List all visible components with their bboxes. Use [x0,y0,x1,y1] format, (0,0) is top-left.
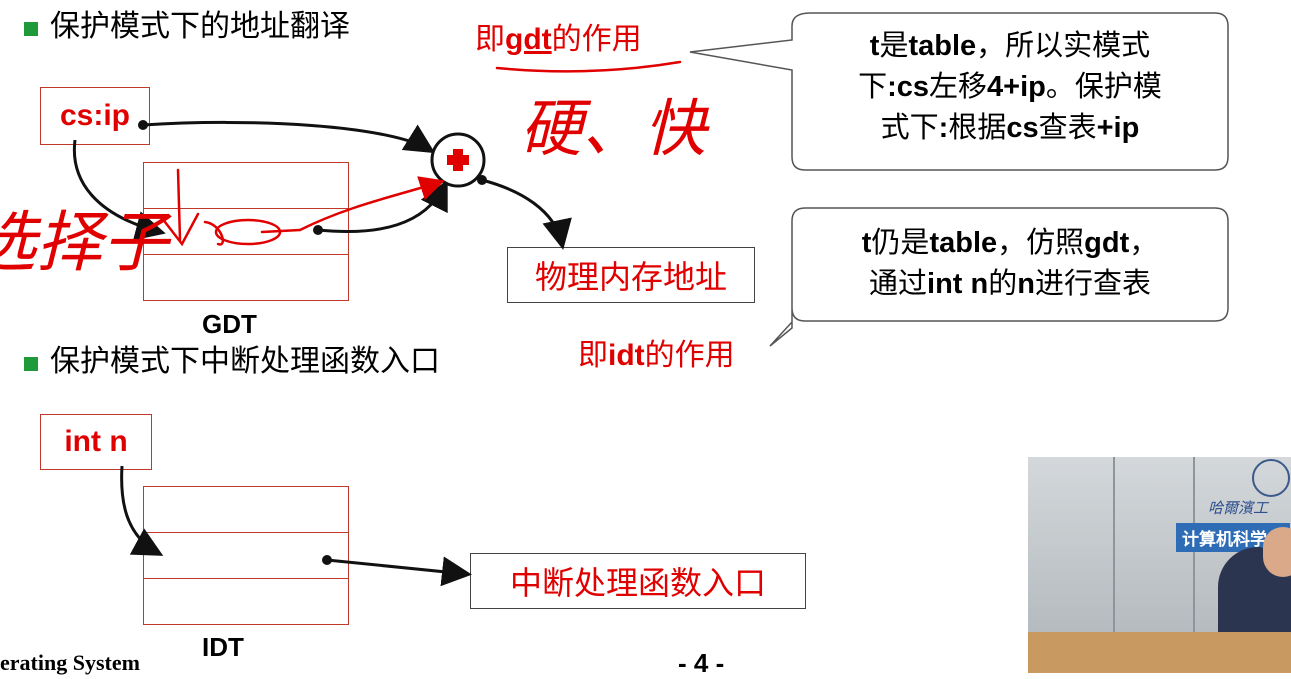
callout2-line2: 通过int n的n进行查表 [795,263,1225,304]
callout2-text: gdt [1084,227,1130,259]
callout2-text: table [929,227,998,259]
callout1-text: 式下 [880,110,939,144]
callout1-text: 左移 [929,69,988,103]
arrow-intn-to-idt [120,465,164,556]
arrow-csip-to-gdt [72,139,166,241]
gdt-row [144,209,348,255]
video-banner-top: 哈爾濱工 [1208,499,1269,517]
arrow-gdt-to-adder [317,179,448,234]
callout1-text: 。保护模 [1045,69,1162,103]
handwriting-annotations [163,60,682,247]
int-n-box: int n [40,414,152,470]
callout1-text: ，所以实模式 [976,28,1151,62]
instructor-video: 哈爾濱工 计算机科学与 [1028,457,1291,673]
gdt-row [144,163,348,209]
heading-interrupt-entry: 保护模式下中断处理函数入口 [50,344,440,379]
callout2-text: 通过 [869,266,928,300]
callout2-text: ，仿照 [997,225,1085,259]
callout-idt-explanation: t仍是table，仿照gdt， 通过int n的n进行查表 [795,222,1225,304]
callout1-line3: 式下:根据cs查表+ip [795,107,1225,148]
callout1-text: 4+ip [987,71,1046,103]
idt-row [144,487,348,533]
university-logo [1252,459,1290,497]
heading-address-translation: 保护模式下的地址翻译 [50,9,350,44]
callout1-line1: t是table，所以实模式 [795,25,1225,66]
callout2-text: n [1017,268,1035,300]
gdt-label: GDT [202,309,257,339]
idt-label: IDT [202,632,244,662]
gdt-note-suffix: 的作用 [551,22,642,57]
gdt-note-bold: gdt [505,23,552,56]
callout1-text: 是 [879,28,909,62]
callout1-text: t [869,30,880,62]
physical-address-box: 物理内存地址 [507,247,755,303]
handwriting-text-top: 硬、快 [520,92,710,165]
idt-note-suffix: 的作用 [644,338,735,373]
callout2-text: 仍是 [871,225,930,259]
callout-gdt-explanation: t是table，所以实模式 下:cs左移4+ip。保护模 式下:根据cs查表+i… [795,25,1225,148]
callout2-line1: t仍是table，仿照gdt， [795,222,1225,263]
gdt-note-prefix: 即 [475,22,505,57]
idt-note-prefix: 即 [578,338,608,373]
idt-row [144,533,348,579]
desk [1028,632,1291,673]
footer-course: erating System [0,650,140,675]
handwriting-text-left: 选择子 [0,204,172,281]
callout1-text: 根据 [948,110,1007,144]
callout2-text: 进行查表 [1034,266,1151,300]
video-wall-seam [1113,457,1115,647]
arrow-csip-to-adder [142,120,436,154]
callout1-line2: 下:cs左移4+ip。保护模 [795,66,1225,107]
gdt-note: 即gdt的作用 [475,14,642,58]
callout1-text: cs [1006,112,1039,144]
idt-note-bold: idt [608,339,645,372]
handwriting-text: 硬、快 选择子 [0,92,710,281]
bullet-marker [24,357,38,371]
callout1-text: table [908,30,977,62]
plus-adder-icon [430,132,486,188]
arrow-idt-to-handler [326,556,472,587]
callout2-text: ， [1129,225,1159,259]
csip-box: cs:ip [40,87,150,145]
callout1-text: +ip [1096,112,1140,144]
video-wall-seam [1193,457,1195,647]
callout1-text: 查表 [1038,110,1097,144]
instructor-head [1263,527,1291,577]
idt-note: 即idt的作用 [578,330,735,374]
interrupt-handler-box: 中断处理函数入口 [470,553,806,609]
footer-page-number: - 4 - [678,648,725,678]
arrow-adder-to-physical [481,178,572,250]
callout2-text: t [861,227,872,259]
callout1-text: :cs [887,71,930,103]
callout2-text: int n [927,268,989,300]
callout1-text: : [938,112,949,144]
bullet-marker [24,22,38,36]
callout2-text: 的 [988,266,1018,300]
callout1-text: 下 [858,69,888,103]
